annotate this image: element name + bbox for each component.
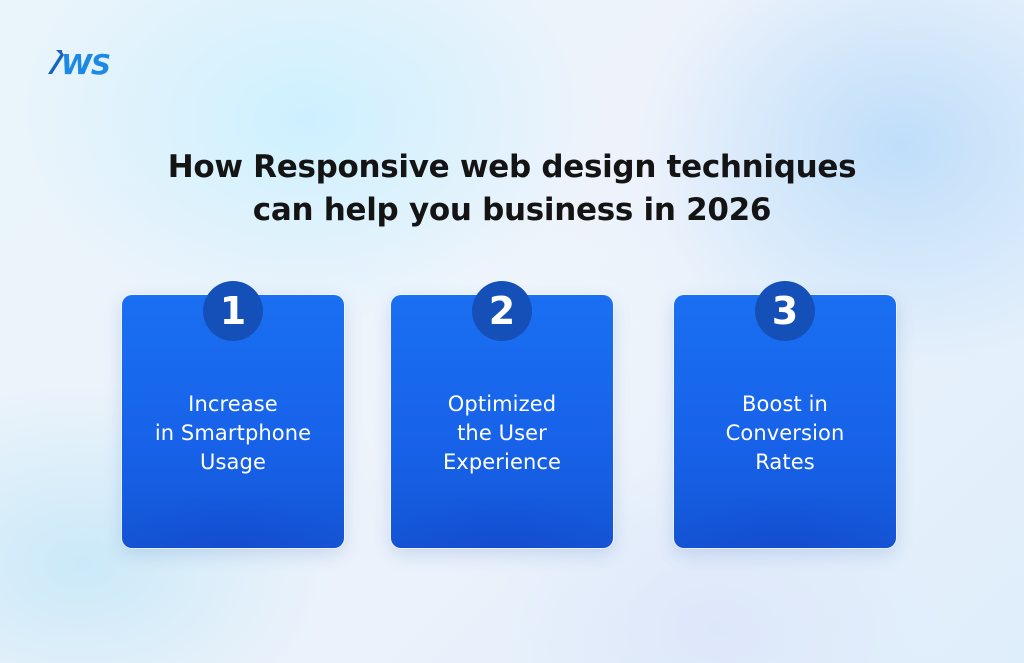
card-1-line-2: in Smartphone — [154, 421, 312, 445]
ws-logo-text: WS — [61, 48, 110, 78]
card-3-number: 3 — [771, 289, 799, 333]
card-3-line-3: Rates — [755, 450, 815, 474]
card-2-line-3: Experience — [442, 450, 562, 474]
card-2-number: 2 — [488, 289, 516, 333]
card-1-line-3: Usage — [200, 450, 266, 474]
card-3-line-1: Boost in — [742, 392, 828, 416]
card-2: 2 Optimized the User Experience — [391, 281, 613, 548]
card-1: 1 Increase in Smartphone Usage — [122, 281, 344, 548]
page-title-line-1: How Responsive web design techniques — [167, 149, 857, 185]
card-3-text: Boost in Conversion Rates — [674, 390, 896, 477]
page-title-line-2: can help you business in 2026 — [252, 192, 772, 228]
card-1-text: Increase in Smartphone Usage — [122, 390, 344, 477]
card-2-text: Optimized the User Experience — [391, 390, 613, 477]
card-2-line-1: Optimized — [447, 392, 557, 416]
ws-logo-mark-icon — [48, 50, 64, 74]
card-3: 3 Boost in Conversion Rates — [674, 281, 896, 548]
card-1-number-badge: 1 — [203, 281, 263, 341]
card-3-number-badge: 3 — [755, 281, 815, 341]
card-1-number: 1 — [219, 289, 247, 333]
card-3-line-2: Conversion — [725, 421, 845, 445]
card-2-line-2: the User — [457, 421, 547, 445]
page-title: How Responsive web design techniques can… — [0, 146, 1024, 232]
card-1-line-1: Increase — [188, 392, 278, 416]
card-2-number-badge: 2 — [472, 281, 532, 341]
ws-logo: WS — [48, 48, 111, 78]
